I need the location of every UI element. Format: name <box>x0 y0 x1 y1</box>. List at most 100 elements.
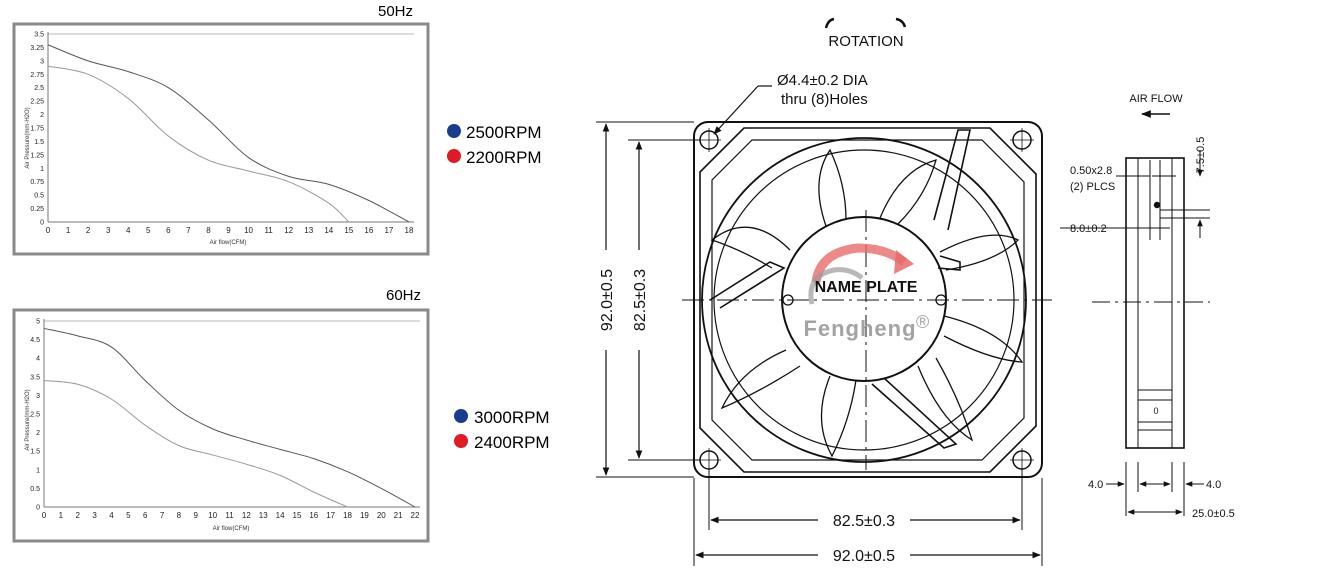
chart-frequency-title: 60Hz <box>386 287 421 304</box>
y-tick-label: 3.5 <box>34 32 44 39</box>
fan-struts <box>709 129 971 449</box>
y-tick-label: 5 <box>36 319 40 326</box>
dim-width-inner: 82.5±0.3 <box>833 513 895 530</box>
x-tick-label: 20 <box>377 511 386 520</box>
name-plate-label: NAME PLATE <box>815 279 918 296</box>
y-axis-label: Air Pressure(mm-H2O) <box>25 389 31 450</box>
x-tick-label: 0 <box>42 511 47 520</box>
x-tick-label: 18 <box>343 511 352 520</box>
x-tick-label: 0 <box>46 226 51 235</box>
dim-side-depth: 25.0±0.5 <box>1192 508 1235 520</box>
x-tick-label: 11 <box>225 511 234 520</box>
y-tick-label: 0 <box>36 505 40 512</box>
legend-dot <box>447 149 461 163</box>
legend-label: 2400RPM <box>474 433 550 452</box>
x-tick-label: 15 <box>293 511 302 520</box>
x-tick-label: 1 <box>66 226 71 235</box>
x-tick-label: 17 <box>384 226 393 235</box>
dim-height-outer: 92.0±0.5 <box>599 269 616 331</box>
legend-dot <box>454 409 468 423</box>
y-tick-label: 2 <box>36 430 40 437</box>
fan-front-view: ROTATION Ø4.4±0.2 DIA thru (8)Holes <box>596 17 1052 566</box>
x-tick-label: 19 <box>360 511 369 520</box>
series-line-2200RPM <box>47 65 350 223</box>
series-line-2500RPM <box>47 44 410 223</box>
x-tick-label: 5 <box>126 511 131 520</box>
y-tick-label: 0.75 <box>30 179 44 186</box>
terminal-spec-line2: (2) PLCS <box>1070 181 1115 193</box>
hole-spec-line1: Ø4.4±0.2 DIA <box>777 72 868 89</box>
y-tick-label: 1.5 <box>34 139 44 146</box>
side-label-area <box>1137 389 1173 431</box>
x-tick-label: 2 <box>86 226 91 235</box>
y-tick-label: 0.5 <box>30 486 40 493</box>
hole-crosshairs <box>697 128 1034 472</box>
x-axis-label: Air flow(CFM) <box>210 240 247 246</box>
x-tick-label: 14 <box>276 511 285 520</box>
x-tick-label: 11 <box>264 226 273 235</box>
x-tick-label: 3 <box>92 511 97 520</box>
x-tick-label: 14 <box>324 226 333 235</box>
fan-side-view: AIR FLOW 0 0.50x2.8 (2) PLCS 8.0±0.2 7.5… <box>1060 93 1235 520</box>
x-tick-label: 3 <box>106 226 111 235</box>
rotation-arc-right <box>895 17 907 28</box>
x-tick-label: 6 <box>143 511 148 520</box>
y-tick-label: 3 <box>36 393 40 400</box>
x-tick-label: 10 <box>244 226 253 235</box>
dim-side-terminal: 7.5±0.5 <box>1195 137 1207 174</box>
x-tick-label: 15 <box>344 226 353 235</box>
fan-frame-inner2 <box>711 139 1025 461</box>
chart-frequency-title: 50Hz <box>378 3 413 20</box>
y-tick-label: 0.5 <box>34 193 44 200</box>
x-tick-label: 13 <box>304 226 313 235</box>
hole-leader <box>713 85 759 135</box>
x-tick-label: 13 <box>259 511 268 520</box>
fan-hub <box>781 216 947 382</box>
x-tick-label: 7 <box>186 226 191 235</box>
rotation-label: ROTATION <box>828 33 903 50</box>
fan-frame-inner <box>699 127 1037 473</box>
x-tick-label: 8 <box>206 226 211 235</box>
x-tick-label: 16 <box>309 511 318 520</box>
x-tick-label: 10 <box>208 511 217 520</box>
x-tick-label: 9 <box>226 226 231 235</box>
y-tick-label: 4.5 <box>30 337 40 344</box>
y-tick-label: 3 <box>40 58 44 65</box>
x-tick-label: 7 <box>160 511 165 520</box>
y-tick-label: 3.25 <box>30 45 44 52</box>
chart-frame <box>12 308 430 543</box>
x-tick-label: 9 <box>194 511 199 520</box>
legend-60hz: 3000RPM 2400RPM <box>454 408 550 452</box>
y-tick-label: 1.75 <box>30 126 44 133</box>
y-tick-label: 1.25 <box>30 152 44 159</box>
legend-label: 2200RPM <box>466 148 542 167</box>
y-tick-label: 1 <box>36 467 40 474</box>
x-tick-label: 1 <box>59 511 64 520</box>
airflow-label: AIR FLOW <box>1129 93 1183 105</box>
x-tick-label: 12 <box>242 511 251 520</box>
brand-logo-swirl <box>811 243 907 283</box>
y-tick-label: 4 <box>36 356 40 363</box>
side-body <box>1125 157 1185 449</box>
dim-width-outer: 92.0±0.5 <box>833 548 895 565</box>
x-tick-label: 2 <box>76 511 81 520</box>
series-line-2400RPM <box>43 380 348 508</box>
brand-registered-mark: ® <box>916 312 929 332</box>
legend-label: 2500RPM <box>466 123 542 142</box>
x-tick-label: 6 <box>166 226 171 235</box>
y-tick-label: 2.5 <box>30 412 40 419</box>
legend-50hz: 2500RPM 2200RPM <box>447 123 542 167</box>
chart-series <box>43 327 416 508</box>
x-tick-label: 22 <box>411 511 420 520</box>
terminal-spec-line1: 0.50x2.8 <box>1070 165 1112 177</box>
x-axis-label: Air flow(CFM) <box>213 526 250 532</box>
brand-logo-swirl-grey <box>808 267 864 305</box>
dim-side-offset: 8.0±0.2 <box>1070 223 1107 235</box>
terminal-dot <box>1153 201 1161 209</box>
hole-spec-line2: thru (8)Holes <box>781 91 868 108</box>
